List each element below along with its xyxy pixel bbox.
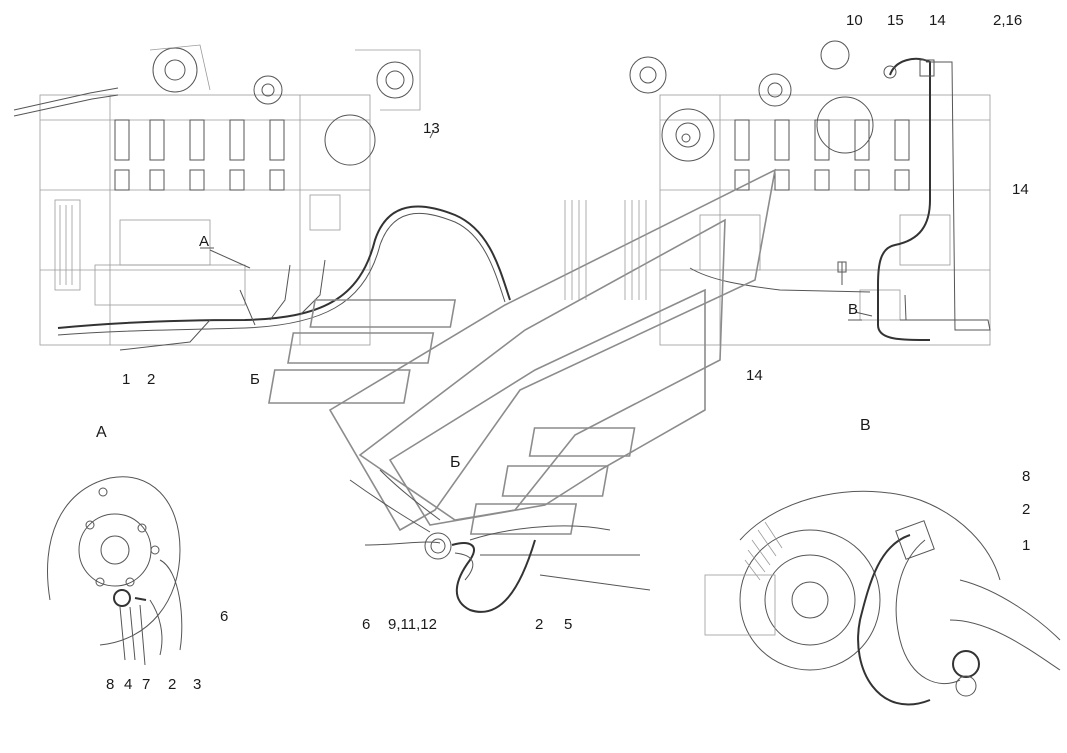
watermark-logo — [267, 168, 777, 535]
callout-8-right: 8 — [1022, 468, 1031, 485]
view-V-mark: В — [848, 301, 859, 318]
detail-A — [47, 476, 183, 666]
callout-9-11-12: 9,11,12 — [388, 616, 437, 633]
callout-14-top: 14 — [929, 12, 946, 29]
callout-14-mid: 14 — [746, 367, 763, 384]
callout-2-left: 2 — [147, 371, 156, 388]
callout-2-B: 2 — [535, 616, 544, 633]
callout-A-8: 8 — [106, 676, 115, 693]
callout-2-right: 2 — [1022, 501, 1031, 518]
detail-A-title: А — [96, 424, 107, 441]
callout-10: 10 — [846, 12, 863, 29]
detail-V — [704, 490, 1061, 706]
callout-A-7: 7 — [142, 676, 151, 693]
callout-15: 15 — [887, 12, 904, 29]
detail-B-title: Б — [450, 454, 461, 471]
detail-V-title: В — [860, 417, 871, 434]
callout-A-2: 2 — [168, 676, 177, 693]
detail-B — [349, 469, 651, 613]
callout-14-right: 14 — [1012, 181, 1029, 198]
view-A-mark: А — [199, 233, 210, 250]
callout-A-4: 4 — [124, 676, 133, 693]
callout-5-B: 5 — [564, 616, 573, 633]
right-engine-view — [629, 40, 991, 346]
callout-6-A: 6 — [220, 608, 229, 625]
view-B-under: Б — [250, 371, 260, 388]
callout-1-left: 1 — [122, 371, 131, 388]
left-engine-view — [13, 44, 511, 351]
callout-6-B: 6 — [362, 616, 371, 633]
callout-1-right: 1 — [1022, 537, 1031, 554]
callout-2-16: 2,16 — [993, 12, 1023, 29]
callout-13: 13 — [423, 120, 440, 137]
callout-A-3: 3 — [193, 676, 202, 693]
